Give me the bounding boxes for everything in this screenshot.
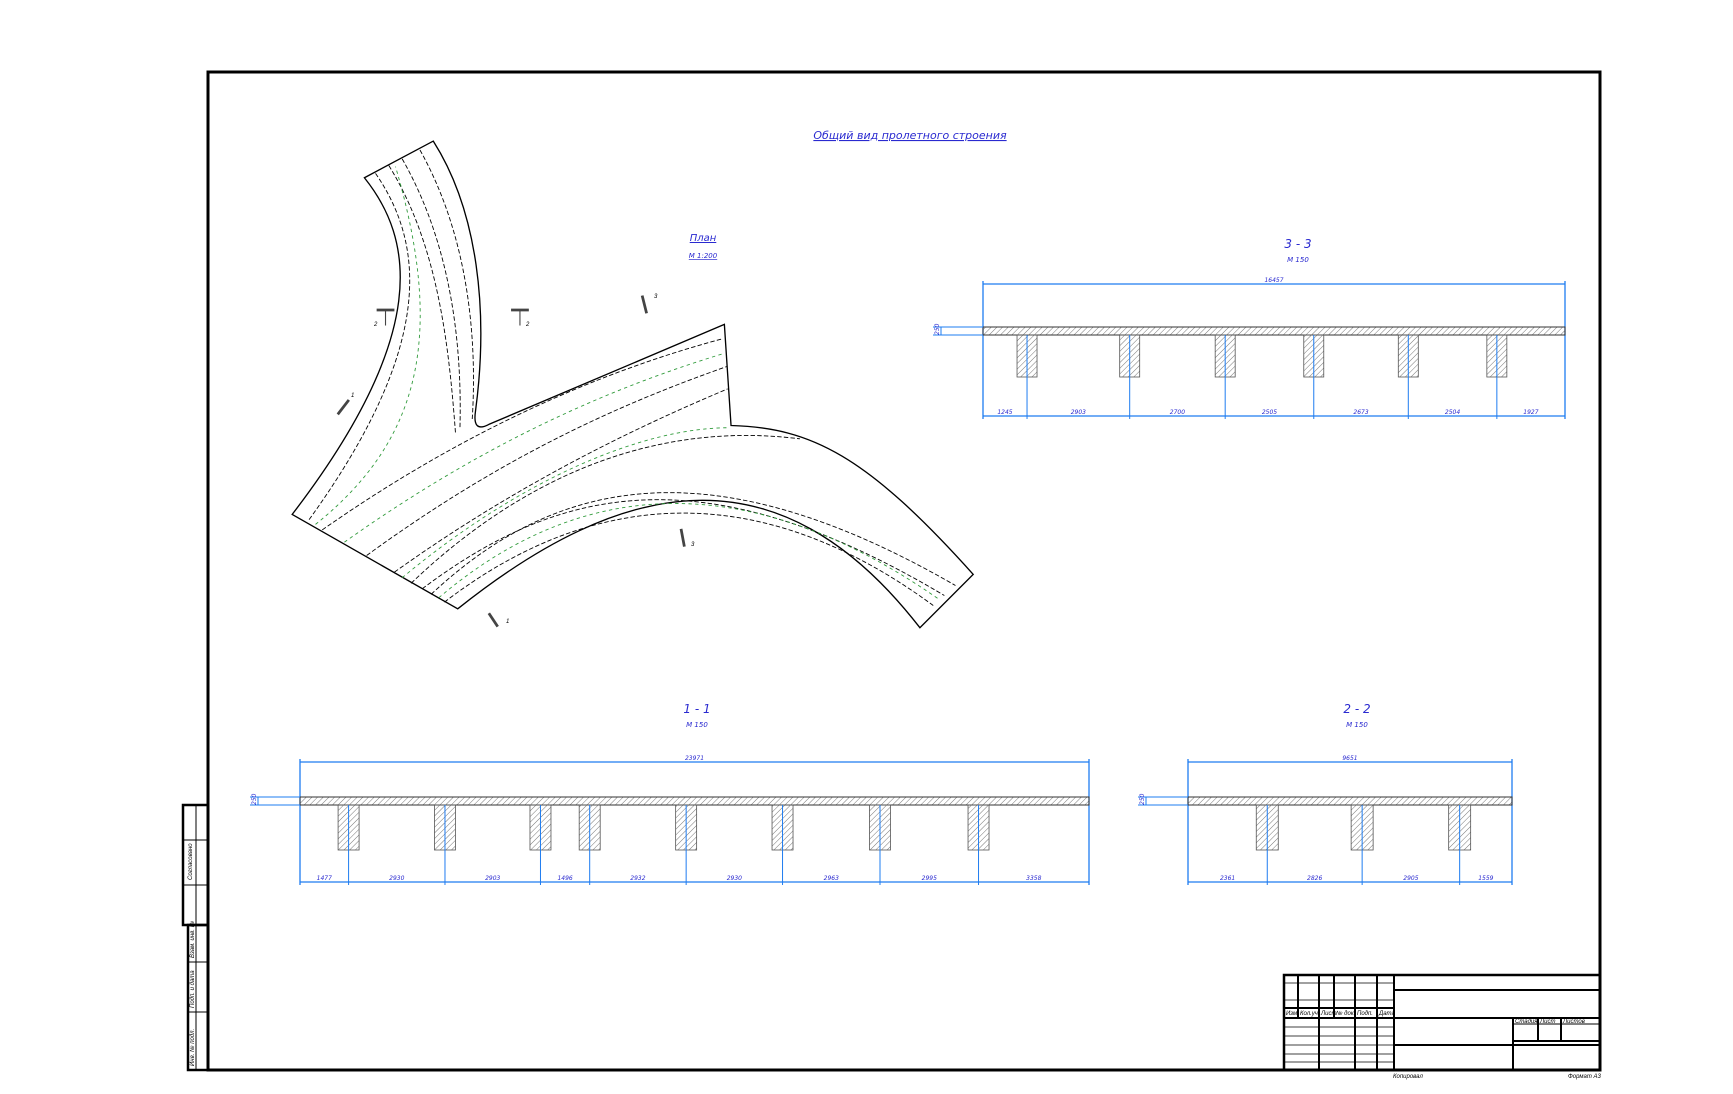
dimension-total-value: 16457 (1264, 277, 1283, 284)
slab-thickness-value: 250 (934, 323, 941, 335)
tb-col-sign: Подп. (1357, 1011, 1373, 1017)
section-mark-1a: 1 (351, 393, 354, 399)
dimension-value: 2963 (824, 875, 839, 882)
side-stamp-replace-inv: Взам. инв. № (189, 920, 196, 958)
dimension-value: 1559 (1478, 875, 1493, 882)
dimension-value: 2504 (1445, 409, 1460, 416)
side-stamp-inv-orig: Инв. № подл. (189, 1029, 196, 1066)
dimension-value: 2932 (630, 875, 645, 882)
title-block-labels: Изм. Кол.уч. Лист № док. Подп. Дата Стад… (1286, 1010, 1601, 1080)
tb-sheet: Лист (1539, 1019, 1555, 1025)
deck-slab (299, 796, 1090, 806)
dimension-value: 2505 (1262, 409, 1277, 416)
tb-copied: Копировал (1393, 1074, 1423, 1080)
dimension-value: 1245 (997, 409, 1012, 416)
dimension-value: 1927 (1523, 409, 1538, 416)
tb-sheets: Листов (1562, 1019, 1585, 1025)
section-mark-1b: 1 (506, 619, 509, 625)
dimension-value: 1477 (317, 875, 332, 882)
section-s11: 1 - 1 М 150 23971 250 1477 2930 2903 1496 2932 29… (250, 702, 1090, 885)
dimension-value: 2700 (1170, 409, 1185, 416)
deck-slab (1187, 796, 1513, 806)
section-scale: М 150 (1346, 721, 1368, 729)
slab-thickness-value: 250 (1139, 793, 1146, 805)
section-s33: 3 - 3 М 150 16457 250 1245 2903 2700 2505 2673 25… (933, 237, 1566, 419)
section-mark-2a: 2 (373, 322, 378, 328)
plan-outline (291, 140, 975, 629)
dimension-value: 1496 (557, 875, 572, 882)
dimension-value: 2903 (1071, 409, 1086, 416)
section-mark-2b: 2 (525, 322, 530, 328)
plan-view (291, 140, 975, 629)
slab-thickness-value: 250 (251, 793, 258, 805)
section-label: 2 - 2 (1343, 702, 1370, 716)
deck-slab (982, 326, 1566, 336)
section-mark-3a: 3 (654, 294, 658, 300)
section-scale: М 150 (686, 721, 708, 729)
dimension-value: 2673 (1353, 409, 1368, 416)
section-scale: М 150 (1287, 256, 1309, 264)
side-stamp-agreed: Согласовано (188, 843, 194, 880)
section-label: 1 - 1 (683, 702, 710, 716)
dimension-value: 2995 (922, 875, 937, 882)
title-block (1282, 973, 1602, 1072)
dimension-total-value: 9651 (1342, 755, 1357, 762)
tb-col-doc: № док. (1336, 1010, 1355, 1017)
dimension-value: 2826 (1307, 875, 1322, 882)
dimension-value: 3358 (1026, 875, 1041, 882)
dimension-value: 2903 (485, 875, 500, 882)
drawing-title: Общий вид пролетного строения (813, 129, 1007, 142)
side-stamp-sign-date: Подп. и дата (190, 970, 196, 1008)
dimension-value: 2930 (389, 875, 404, 882)
tb-stage: Стадия (1515, 1019, 1538, 1025)
cross-sections: 3 - 3 М 150 16457 250 1245 2903 2700 2505 2673 25… (250, 237, 1566, 885)
dimension-value: 2905 (1403, 875, 1418, 882)
section-s22: 2 - 2 М 150 9651 250 2361 2826 2905 1559 (1138, 702, 1513, 885)
plan-label: План (690, 233, 717, 244)
side-stamp: Согласовано Взам. инв. № Подп. и дата Ин… (181, 803, 210, 1072)
section-label: 3 - 3 (1284, 237, 1311, 251)
tb-col-kol: Кол.уч. (1300, 1011, 1320, 1017)
tb-col-date: Дата (1378, 1011, 1395, 1017)
section-marks: 1 1 2 2 3 3 (351, 294, 695, 625)
section-mark-3b: 3 (691, 542, 695, 548)
dimension-value: 2930 (727, 875, 742, 882)
dimension-total-value: 23971 (685, 755, 704, 762)
tb-format: Формат А3 (1568, 1074, 1601, 1080)
tb-col-list: Лист (1320, 1011, 1336, 1017)
sheet-frame (206, 70, 1602, 1072)
dimension-value: 2361 (1220, 875, 1235, 882)
plan-scale: М 1:200 (689, 252, 718, 260)
tb-col-izm: Изм. (1286, 1011, 1299, 1017)
